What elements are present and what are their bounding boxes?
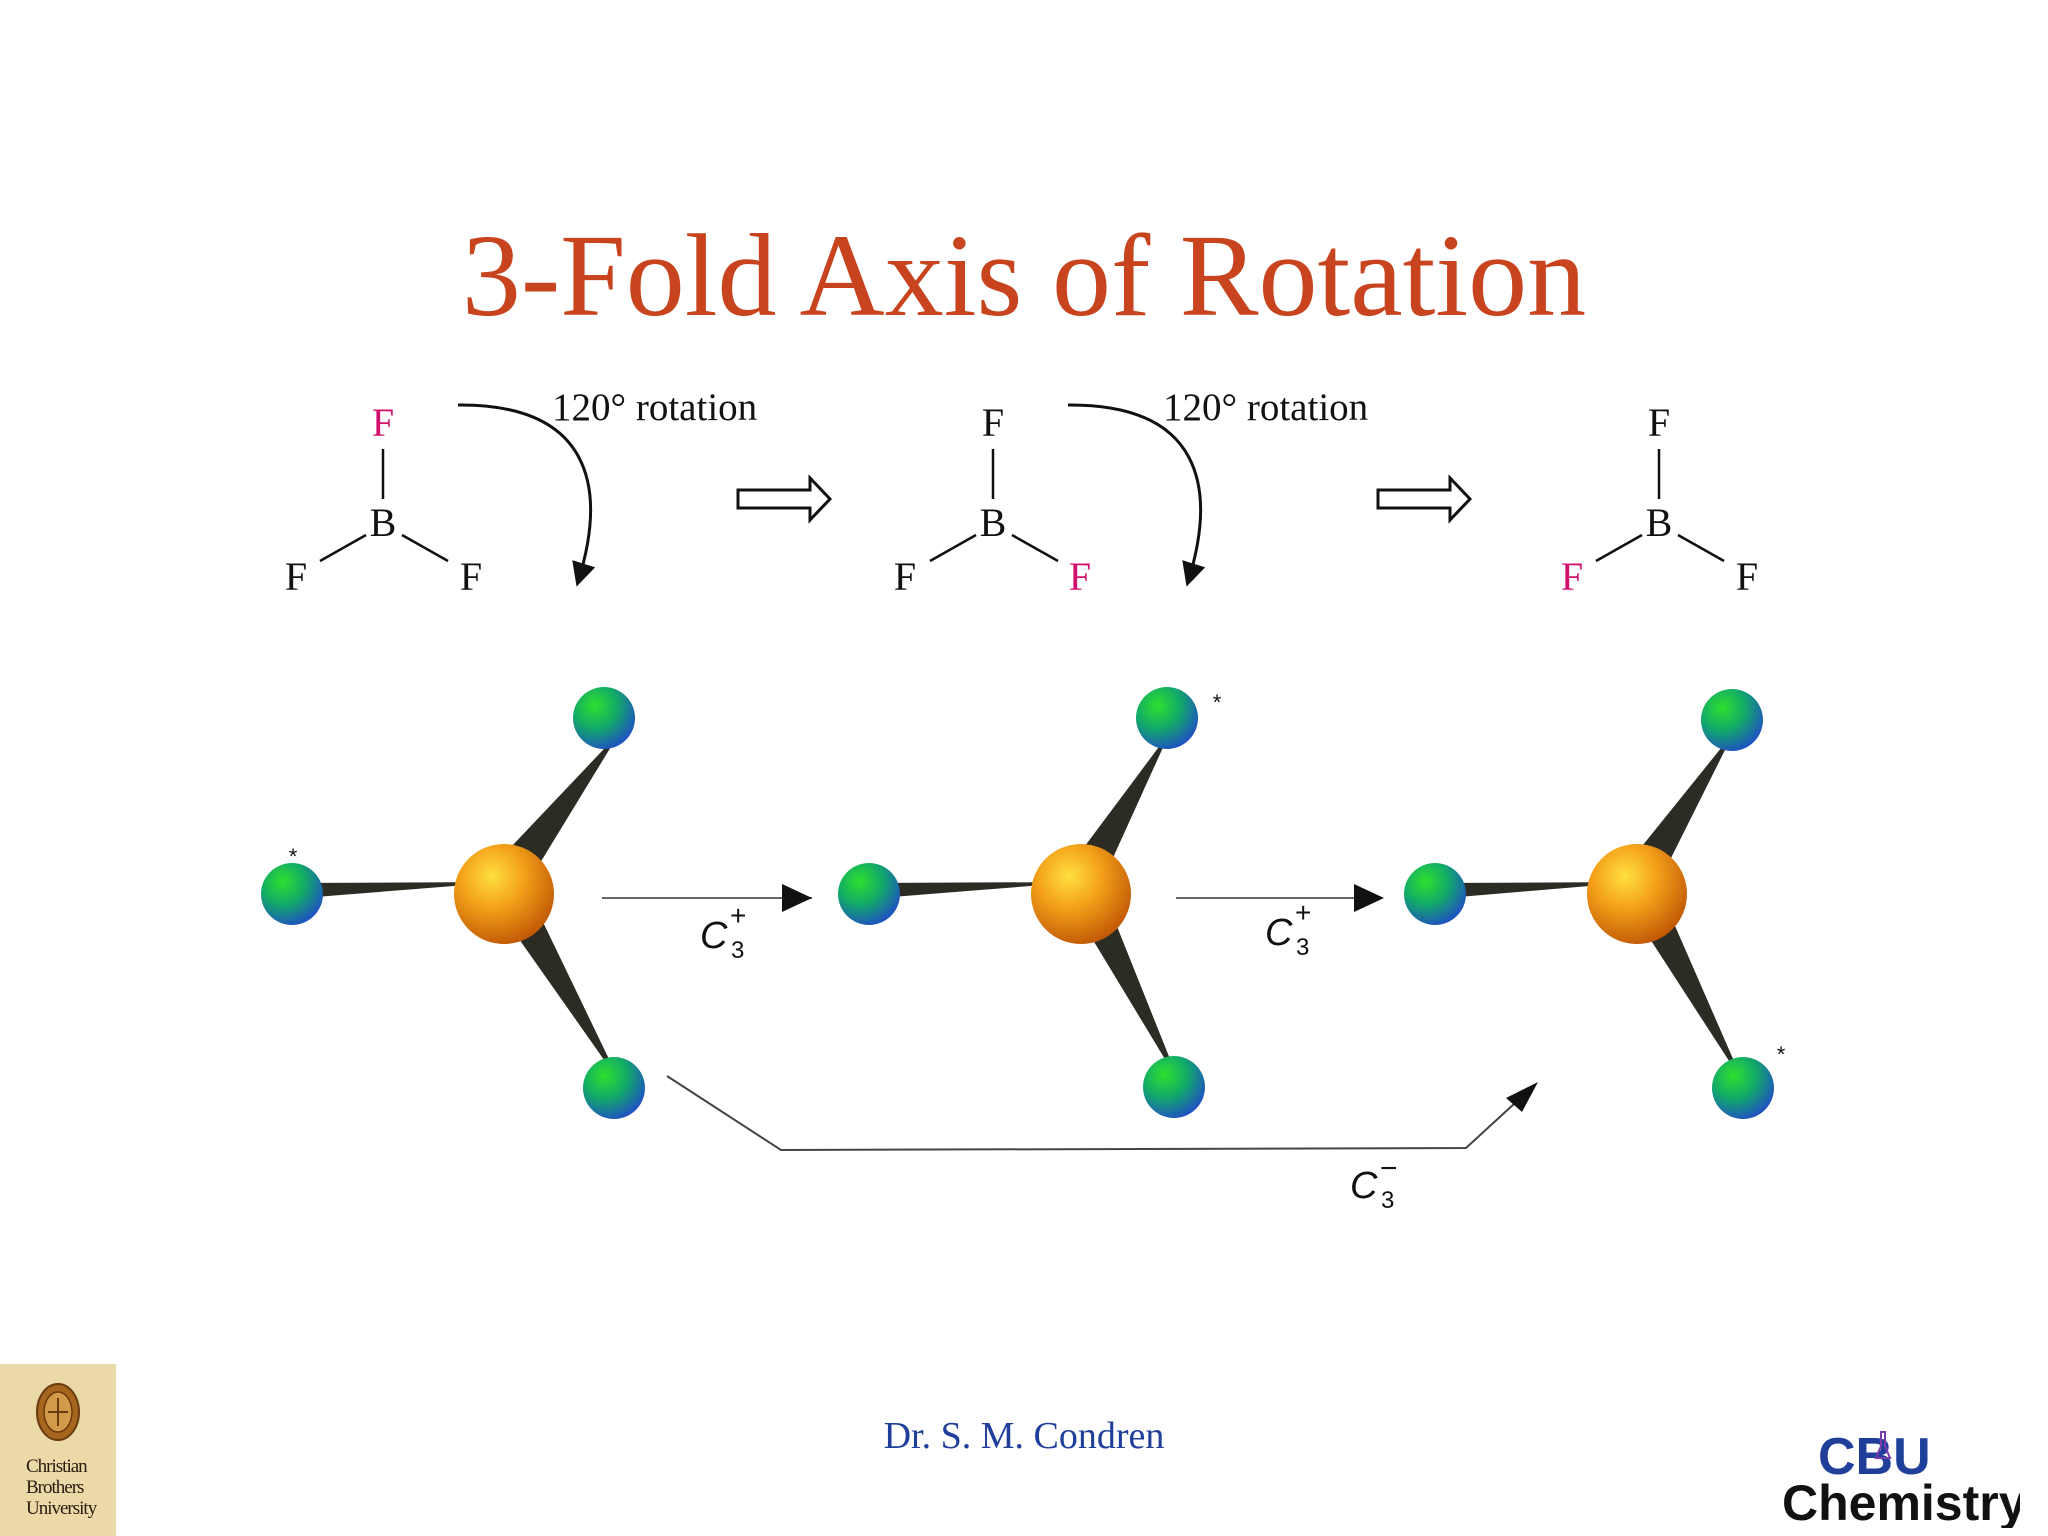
ball-model-1: * xyxy=(261,687,645,1119)
svg-text:3: 3 xyxy=(1381,1187,1394,1214)
ligand-atom xyxy=(261,863,323,925)
ligand-atom xyxy=(1404,863,1466,925)
atom-label: F xyxy=(1736,554,1758,599)
central-atom xyxy=(1587,844,1687,944)
logo-line: Christian xyxy=(26,1456,88,1477)
atom-label: F xyxy=(372,400,394,445)
author-footer: Dr. S. M. Condren xyxy=(883,1415,1165,1457)
bf3-structure-2: F B F F xyxy=(894,400,1091,599)
ball-model-2: * xyxy=(838,687,1222,1118)
atom-label: B xyxy=(1646,500,1673,545)
operation-label: C − 3 xyxy=(1350,1152,1398,1214)
hollow-arrow-icon xyxy=(736,474,833,524)
flask-icon xyxy=(1874,1431,1892,1459)
atom-label: F xyxy=(1561,554,1583,599)
arrowhead-icon xyxy=(1506,1082,1538,1112)
ligand-atom xyxy=(573,687,635,749)
bf3-structure-1: F B F F xyxy=(285,400,482,599)
arrowhead-icon xyxy=(1354,884,1384,912)
logo-text-top: CBU xyxy=(1818,1428,1931,1486)
svg-text:−: − xyxy=(1380,1152,1398,1185)
svg-text:C: C xyxy=(700,915,728,957)
svg-text:3: 3 xyxy=(1296,934,1309,961)
ligand-atom xyxy=(1712,1057,1774,1119)
marker-asterisk: * xyxy=(1777,1042,1786,1067)
logo-line: Brothers xyxy=(26,1477,84,1498)
rotation-label: 120° rotation xyxy=(1163,386,1368,429)
svg-text:+: + xyxy=(1295,897,1311,928)
hollow-arrow-icon xyxy=(1376,474,1473,524)
atom-label: B xyxy=(980,500,1007,545)
slide-title: 3-Fold Axis of Rotation xyxy=(461,210,1587,341)
ligand-atom xyxy=(838,863,900,925)
atom-label: F xyxy=(1069,554,1091,599)
atom-label: F xyxy=(285,554,307,599)
arrowhead-icon xyxy=(782,884,812,912)
operation-label: C + 3 xyxy=(700,900,746,964)
svg-text:C: C xyxy=(1265,912,1293,954)
seal-icon xyxy=(36,1383,80,1441)
central-atom xyxy=(1031,844,1131,944)
operation-label: C + 3 xyxy=(1265,897,1311,961)
ligand-atom xyxy=(1143,1056,1205,1118)
atom-label: F xyxy=(1648,400,1670,445)
ligand-atom xyxy=(583,1057,645,1119)
cbu-chemistry-logo: CBU Chemistry xyxy=(1782,1428,2020,1528)
ligand-atom xyxy=(1136,687,1198,749)
atom-label: F xyxy=(982,400,1004,445)
marker-asterisk: * xyxy=(1213,690,1222,715)
curved-rotation-arrow xyxy=(457,403,596,587)
atom-label: F xyxy=(894,554,916,599)
ball-model-3: * xyxy=(1404,689,1786,1119)
svg-text:C: C xyxy=(1350,1165,1378,1207)
atom-label: F xyxy=(460,554,482,599)
logo-text-bottom: Chemistry xyxy=(1782,1475,2020,1528)
marker-asterisk: * xyxy=(289,844,298,869)
svg-text:+: + xyxy=(730,900,746,931)
rotation-label: 120° rotation xyxy=(552,386,757,429)
atom-label: B xyxy=(370,500,397,545)
logo-line: University xyxy=(26,1498,97,1519)
ligand-atom xyxy=(1701,689,1763,751)
curved-rotation-arrow xyxy=(1067,403,1206,587)
operation-arrow xyxy=(666,1075,1528,1152)
bf3-structure-3: F B F F xyxy=(1561,400,1758,599)
svg-text:3: 3 xyxy=(731,937,744,964)
central-atom xyxy=(454,844,554,944)
university-logo: Christian Brothers University xyxy=(0,1364,116,1536)
